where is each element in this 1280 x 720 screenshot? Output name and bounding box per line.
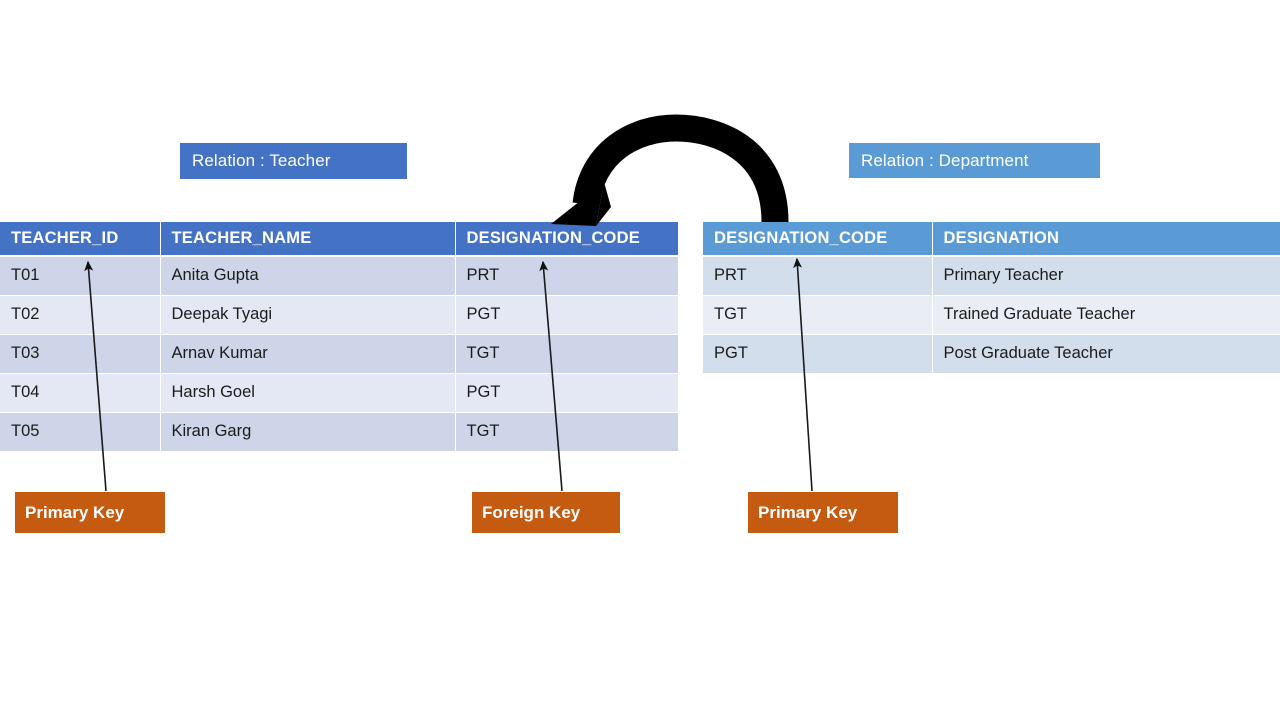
column-header-teacher-id: TEACHER_ID	[0, 222, 161, 257]
table-row: T04 Harsh Goel PGT	[0, 373, 679, 413]
cell-teacher-id: T03	[0, 334, 161, 374]
table-row: T05 Kiran Garg TGT	[0, 412, 679, 452]
cell-teacher-designation-code: PGT	[455, 373, 679, 413]
cell-teacher-name: Anita Gupta	[160, 256, 456, 296]
cell-teacher-designation-code: PRT	[455, 256, 679, 296]
table-row: PRT Primary Teacher	[703, 256, 1280, 296]
teacher-table: TEACHER_ID TEACHER_NAME DESIGNATION_CODE…	[0, 222, 679, 452]
table-row: TGT Trained Graduate Teacher	[703, 295, 1280, 335]
department-table-header-row: DESIGNATION_CODE DESIGNATION	[703, 222, 1280, 257]
cell-department-designation-code: PRT	[703, 256, 933, 296]
foreign-key-teacher-label: Foreign Key	[482, 502, 581, 522]
primary-key-teacher-label: Primary Key	[25, 502, 125, 522]
department-table: DESIGNATION_CODE DESIGNATION PRT Primary…	[703, 222, 1280, 374]
primary-key-teacher-badge: Primary Key	[15, 492, 165, 533]
cell-teacher-designation-code: TGT	[455, 334, 679, 374]
primary-key-department-label: Primary Key	[758, 502, 858, 522]
cell-teacher-id: T05	[0, 412, 161, 452]
teacher-table-header-row: TEACHER_ID TEACHER_NAME DESIGNATION_CODE	[0, 222, 679, 257]
cell-department-designation-code: PGT	[703, 334, 933, 374]
cell-department-designation: Primary Teacher	[932, 256, 1280, 296]
primary-key-department-badge: Primary Key	[748, 492, 898, 533]
cell-department-designation: Post Graduate Teacher	[932, 334, 1280, 374]
column-header-teacher-designation-code: DESIGNATION_CODE	[455, 222, 679, 257]
relation-department-caption: Relation : Department	[849, 143, 1100, 178]
cell-teacher-id: T04	[0, 373, 161, 413]
cell-department-designation-code: TGT	[703, 295, 933, 335]
relation-teacher-caption: Relation : Teacher	[180, 143, 407, 179]
cell-teacher-name: Kiran Garg	[160, 412, 456, 452]
cell-teacher-id: T01	[0, 256, 161, 296]
cell-teacher-name: Arnav Kumar	[160, 334, 456, 374]
cell-teacher-designation-code: PGT	[455, 295, 679, 335]
cell-department-designation: Trained Graduate Teacher	[932, 295, 1280, 335]
cell-teacher-id: T02	[0, 295, 161, 335]
column-header-teacher-name: TEACHER_NAME	[160, 222, 456, 257]
relation-teacher-caption-text: Relation : Teacher	[192, 151, 331, 170]
table-row: T02 Deepak Tyagi PGT	[0, 295, 679, 335]
foreign-key-teacher-badge: Foreign Key	[472, 492, 620, 533]
cell-teacher-designation-code: TGT	[455, 412, 679, 452]
relation-department-caption-text: Relation : Department	[861, 150, 1029, 170]
cell-teacher-name: Harsh Goel	[160, 373, 456, 413]
column-header-department-designation: DESIGNATION	[932, 222, 1280, 257]
foreign-key-relationship-arrow	[551, 114, 789, 226]
cell-teacher-name: Deepak Tyagi	[160, 295, 456, 335]
column-header-department-designation-code: DESIGNATION_CODE	[703, 222, 933, 257]
table-row: PGT Post Graduate Teacher	[703, 334, 1280, 374]
table-row: T03 Arnav Kumar TGT	[0, 334, 679, 374]
table-row: T01 Anita Gupta PRT	[0, 256, 679, 296]
